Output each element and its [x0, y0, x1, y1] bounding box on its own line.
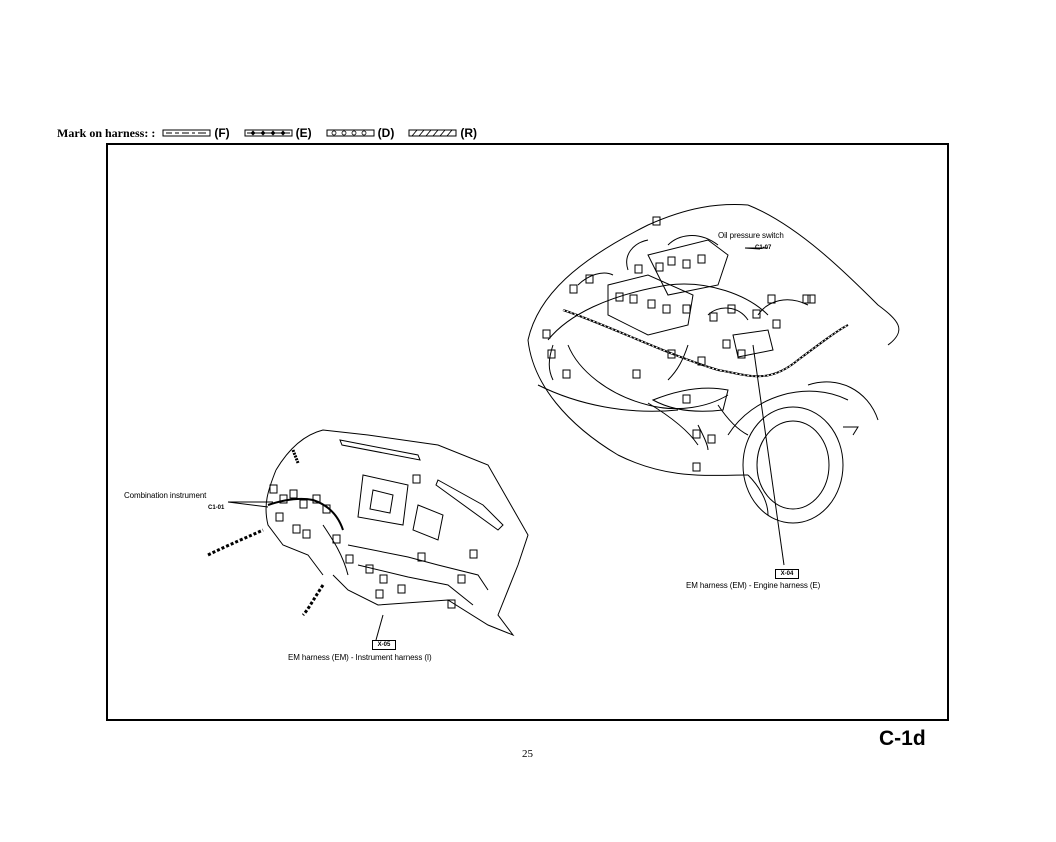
page-number: 25 [522, 748, 533, 760]
oil-pressure-switch-code: C1-07 [755, 245, 772, 251]
connector-x04-box: X-04 [775, 569, 799, 579]
instrument-panel-illustration [207, 429, 529, 641]
connector-x05-box: X-05 [372, 640, 396, 650]
combination-instrument-code: C1-01 [208, 505, 225, 511]
legend-item-e: (E) [244, 126, 312, 140]
legend-code-r: (R) [460, 126, 478, 140]
legend-separator: : [151, 125, 156, 140]
connector-x05-label: EM harness (EM) - Instrument harness (I) [288, 653, 432, 662]
legend-code-d: (D) [377, 126, 395, 140]
engine-bay-illustration [527, 204, 900, 566]
legend-code-f: (F) [214, 126, 230, 140]
page-id: C-1d [879, 727, 926, 750]
circle-band-icon [326, 129, 375, 137]
diagram-frame: Oil pressure switch C1-07 Combination in… [106, 143, 949, 721]
legend-title: Mark on harness: [57, 125, 149, 140]
wiring-harness-illustration [207, 204, 900, 641]
harness-legend: Mark on harness: : (F) (E) (D) (R [57, 125, 491, 141]
oil-pressure-switch-label: Oil pressure switch [718, 231, 784, 240]
legend-item-d: (D) [326, 126, 395, 140]
legend-item-r: (R) [408, 126, 477, 140]
combination-instrument-label: Combination instrument [124, 491, 207, 500]
diamond-band-icon [244, 129, 293, 137]
legend-code-e: (E) [295, 126, 312, 140]
hatched-band-icon [408, 129, 457, 137]
connector-x04-label: EM harness (EM) - Engine harness (E) [686, 581, 821, 590]
dashed-band-icon [162, 129, 211, 137]
legend-item-f: (F) [162, 126, 230, 140]
